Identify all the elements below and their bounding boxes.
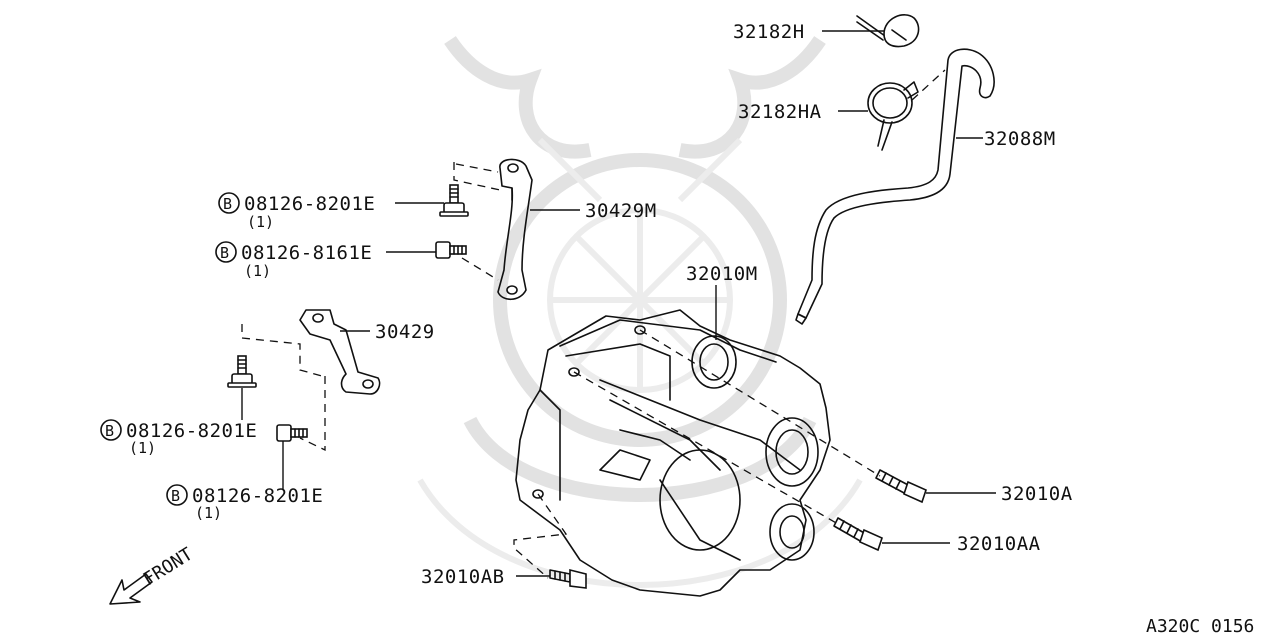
label-32010A: 32010A xyxy=(1001,483,1073,505)
front-arrow-icon xyxy=(109,573,153,605)
label-32010AA: 32010AA xyxy=(957,533,1041,555)
clip-32182H[interactable] xyxy=(856,14,920,48)
label-30429M: 30429M xyxy=(585,200,657,222)
bolt-number-4: 08126-8201E xyxy=(192,485,323,507)
bracket-30429M[interactable] xyxy=(497,158,533,301)
bolt-32010AA[interactable] xyxy=(833,517,883,552)
bolt-qty-4: (1) xyxy=(195,504,222,522)
label-32010M: 32010M xyxy=(686,263,758,285)
hose-32088M[interactable] xyxy=(795,48,995,325)
label-32010AB: 32010AB xyxy=(421,566,505,588)
badge-b-3: B xyxy=(105,422,114,440)
bolt-label-3: B 08126-8201E (1) xyxy=(100,419,257,457)
badge-b-1: B xyxy=(223,195,232,213)
bolt-32010A[interactable] xyxy=(875,469,927,504)
bolt-08126-8161E[interactable] xyxy=(435,241,467,259)
front-label: FRONT xyxy=(140,544,197,591)
badge-b-4: B xyxy=(171,487,180,505)
bolt-label-4: B 08126-8201E (1) xyxy=(166,484,323,522)
bolt-qty-1: (1) xyxy=(247,213,274,231)
diagram-code: A320C 0156 xyxy=(1146,616,1254,637)
label-30429: 30429 xyxy=(375,321,435,343)
label-32182H: 32182H xyxy=(733,21,805,43)
bolt-number-2: 08126-8161E xyxy=(241,242,372,264)
badge-b-2: B xyxy=(220,244,229,262)
bolt-number-3: 08126-8201E xyxy=(126,420,257,442)
label-32182HA: 32182HA xyxy=(738,101,822,123)
watermark-emblem xyxy=(417,36,863,588)
bolt-number-1: 08126-8201E xyxy=(244,193,375,215)
label-32088M: 32088M xyxy=(984,128,1056,150)
bracket-30429[interactable] xyxy=(299,309,381,395)
bolt-08126-8201E-lower-left[interactable] xyxy=(227,355,257,388)
bolt-qty-3: (1) xyxy=(129,439,156,457)
bolt-label-2: B 08126-8161E (1) xyxy=(215,241,372,280)
bolt-08126-8201E-upper[interactable] xyxy=(439,184,469,217)
clamp-32182HA[interactable] xyxy=(867,81,919,151)
bolt-label-1: B 08126-8201E (1) xyxy=(218,192,375,231)
bolt-qty-2: (1) xyxy=(244,262,271,280)
bolt-08126-8201E-lower-right[interactable] xyxy=(276,424,308,442)
transmission-case-32010M[interactable] xyxy=(515,309,831,597)
